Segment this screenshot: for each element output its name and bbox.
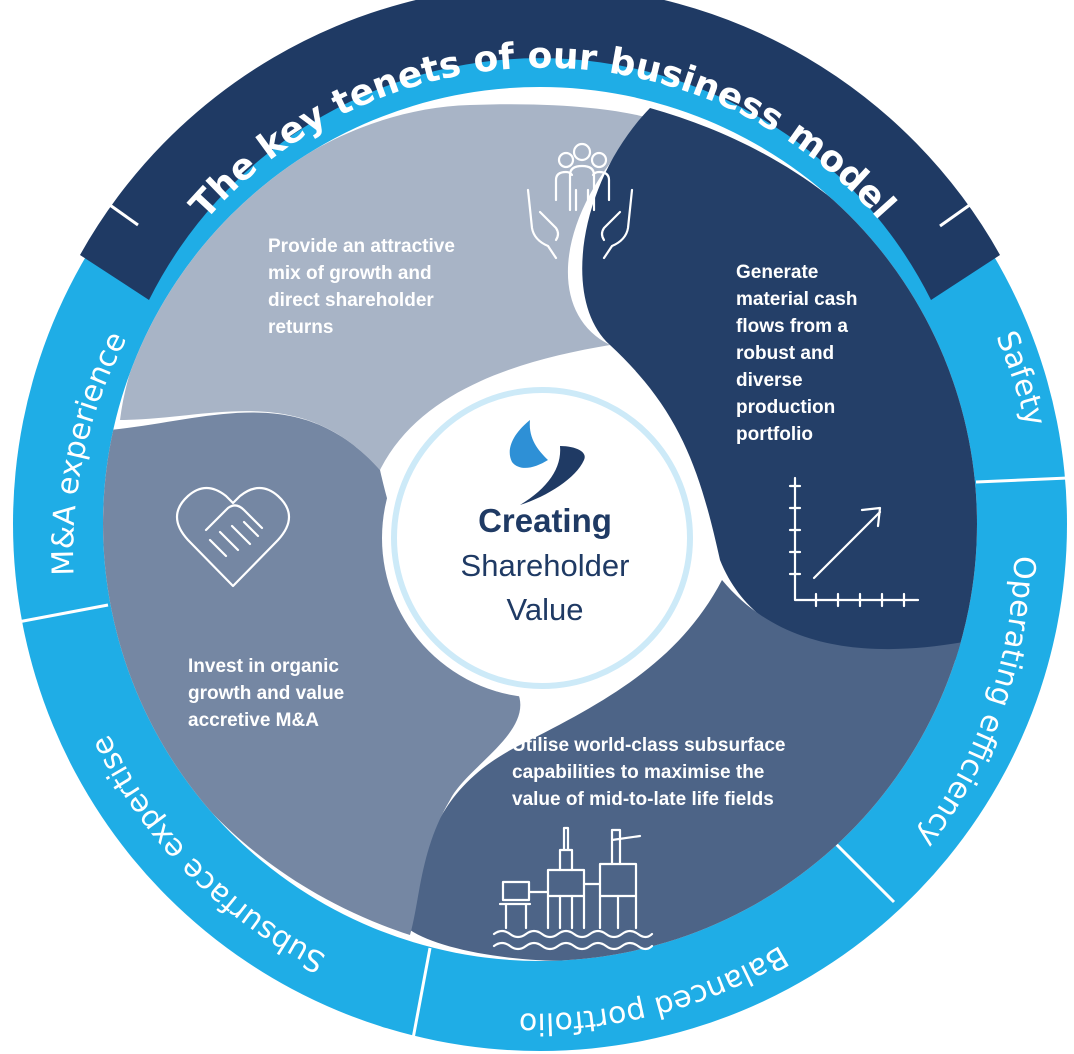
- petal-top-right-line: portfolio: [736, 424, 813, 445]
- petal-bottom-left-text: Invest in organic growth and value accre…: [188, 656, 344, 731]
- petal-bottom-right-line: value of mid-to-late life fields: [512, 789, 774, 810]
- petal-top-right-line: production: [736, 397, 835, 418]
- petal-top-left-line: mix of growth and: [268, 263, 432, 284]
- center-title: Creating: [478, 502, 612, 539]
- offshore-platform-icon: [492, 826, 654, 951]
- petal-top-right-line: flows from a: [736, 316, 848, 337]
- petal-bottom-left: [103, 412, 521, 935]
- people-in-hands-icon: [526, 142, 634, 260]
- petal-top-left-line: returns: [268, 317, 333, 338]
- petal-top-right-text: Generate material cash flows from a robu…: [736, 262, 857, 445]
- handshake-heart-icon: [175, 486, 291, 588]
- petal-bottom-right-line: capabilities to maximise the: [512, 762, 764, 783]
- petal-top-right-line: robust and: [736, 343, 834, 364]
- growth-chart-icon: [788, 476, 920, 608]
- petal-bottom-right-text: Utilise world-class subsurface capabilit…: [512, 735, 786, 810]
- petal-top-right-line: material cash: [736, 289, 857, 310]
- title-band: [80, 0, 1000, 300]
- petal-bottom-left-line: Invest in organic: [188, 656, 339, 677]
- petal-top-right-line: Generate: [736, 262, 818, 283]
- petal-top-left-line: Provide an attractive: [268, 236, 455, 257]
- center-subtitle-line1: Shareholder: [461, 548, 630, 583]
- company-logo-icon: [509, 420, 585, 505]
- petal-top-left: [120, 104, 652, 470]
- petal-top-left-line: direct shareholder: [268, 290, 434, 311]
- center-ring: [391, 387, 693, 689]
- center-subtitle-line2: Value: [507, 592, 584, 627]
- petal-top-left-text: Provide an attractive mix of growth and …: [268, 236, 455, 338]
- petal-bottom-left-line: accretive M&A: [188, 710, 319, 731]
- petal-bottom-right-line: Utilise world-class subsurface: [512, 735, 786, 756]
- petal-top-right-line: diverse: [736, 370, 803, 391]
- petal-bottom-left-line: growth and value: [188, 683, 344, 704]
- ring-dividers: [17, 178, 1069, 1045]
